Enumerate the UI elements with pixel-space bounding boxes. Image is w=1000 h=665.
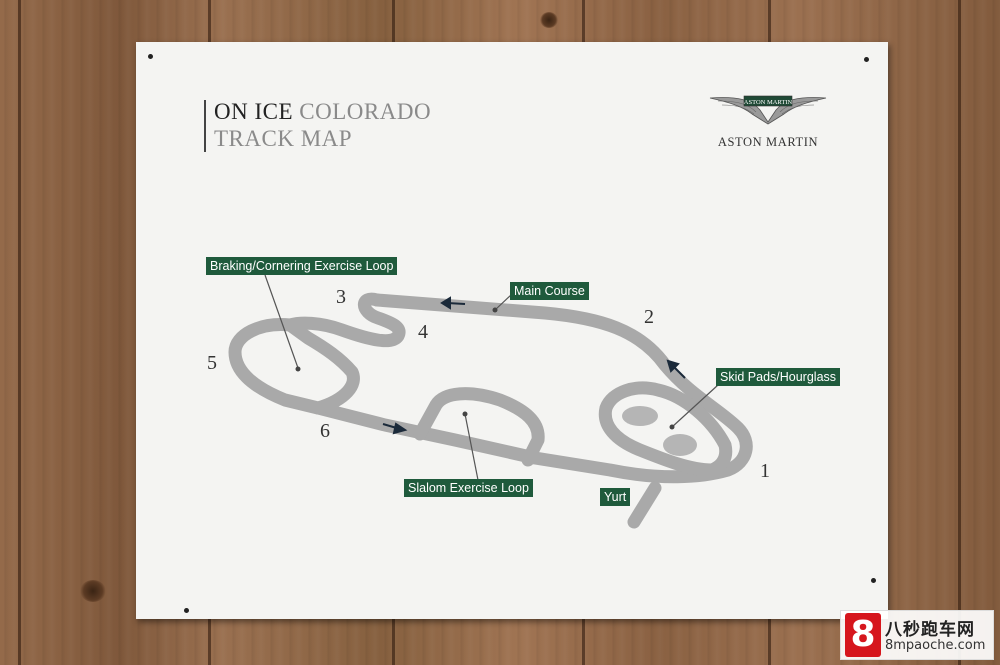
turn-number-3: 3 — [336, 286, 346, 308]
label-yurt: Yurt — [600, 488, 631, 506]
site-watermark: 8 八秒跑车网 8mpaoche.com — [840, 610, 994, 660]
title-colorado: COLORADO — [299, 99, 432, 124]
leader-braking — [264, 274, 299, 369]
plank-seam — [958, 0, 961, 665]
aston-martin-logo: ASTON MARTIN ASTON MARTIN — [708, 92, 828, 150]
skid-pad-upper — [622, 406, 658, 426]
hairpin-3-4 — [283, 292, 406, 348]
pin — [148, 54, 153, 59]
title-divider — [204, 100, 206, 152]
brand-badge-text: ASTON MARTIN — [744, 99, 793, 106]
braking-cornering-loop — [228, 318, 360, 415]
skid-pad-lower — [663, 434, 697, 456]
turn-number-5: 5 — [207, 352, 217, 374]
leader-skid-pads — [671, 384, 719, 428]
watermark-url: 8mpaoche.com — [885, 638, 986, 653]
wood-knot — [80, 580, 106, 602]
arrow-turn6-icon — [392, 422, 408, 435]
arrow-turn2-icon — [666, 359, 680, 373]
pin — [184, 608, 189, 613]
title-on-ice: ON ICE — [214, 99, 294, 124]
sign-title: ON ICE COLORADO TRACK MAP — [214, 98, 431, 152]
label-main-course: Main Course — [510, 282, 589, 300]
leader-dot — [492, 307, 498, 313]
main-course-track — [311, 293, 753, 484]
title-track-map: TRACK MAP — [214, 126, 353, 151]
wood-knot — [540, 12, 558, 28]
arrow-main-course-icon — [440, 296, 451, 310]
label-braking-cornering-loop: Braking/Cornering Exercise Loop — [206, 257, 398, 275]
plank-seam — [18, 0, 21, 665]
turn-number-6: 6 — [320, 420, 330, 442]
watermark-site-name: 八秒跑车网 — [885, 620, 975, 640]
leader-dot — [669, 424, 675, 430]
turn-number-1: 1 — [760, 460, 770, 482]
pin — [864, 57, 869, 62]
yurt-access-road — [627, 481, 662, 529]
aston-martin-wings-icon: ASTON MARTIN — [709, 95, 827, 125]
turn-number-2: 2 — [644, 306, 654, 328]
leader-dot — [295, 366, 301, 372]
pin — [871, 578, 876, 583]
skid-pad-loop — [598, 381, 733, 477]
leader-main-course — [494, 293, 513, 311]
brand-name: ASTON MARTIN — [717, 135, 819, 149]
leader-slalom — [464, 413, 479, 481]
turn-number-4: 4 — [418, 321, 428, 343]
leader-dot — [462, 411, 468, 417]
slalom-loop — [413, 387, 545, 467]
label-skid-pads-hourglass: Skid Pads/Hourglass — [716, 368, 841, 386]
watermark-logo: 8 — [845, 613, 881, 657]
label-slalom-exercise-loop: Slalom Exercise Loop — [404, 479, 533, 497]
